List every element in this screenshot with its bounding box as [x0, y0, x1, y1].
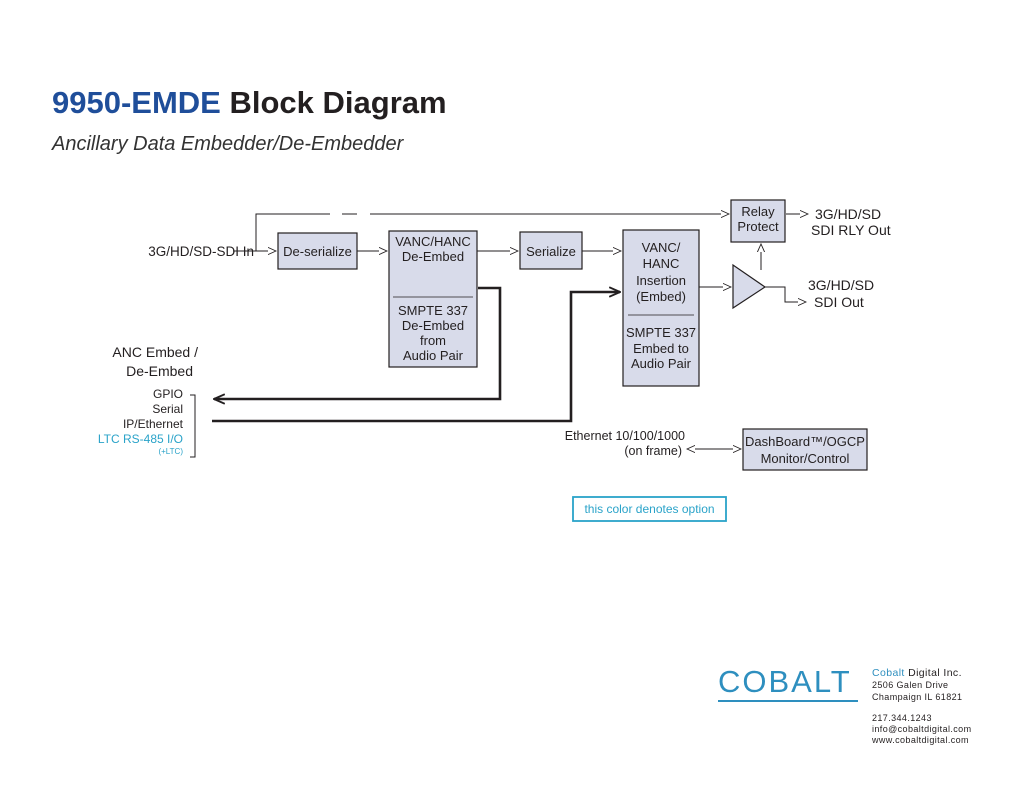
relay-label-2: Protect: [737, 219, 779, 234]
page-title: 9950-EMDE Block Diagram: [52, 85, 447, 121]
amp-to-sdi-out: [765, 286, 806, 302]
deembed-out-line: [214, 286, 502, 399]
dashboard-label-2: Monitor/Control: [761, 451, 850, 466]
company-name-b: Digital Inc.: [904, 667, 962, 679]
serialize-label: Serialize: [526, 244, 576, 259]
address-line-2: Champaign IL 61821: [872, 692, 963, 702]
insertion-top-4: (Embed): [636, 289, 686, 304]
email: info@cobaltdigital.com: [872, 724, 972, 734]
serialize-block: [519, 231, 583, 270]
anc-item-gpio: GPIO: [153, 387, 183, 401]
anc-option-ltc: LTC RS-485 I/O: [98, 432, 183, 446]
deembed-bottom-1: SMPTE 337: [398, 303, 468, 318]
ethernet-label-2: (on frame): [624, 444, 682, 458]
signal-lines: [190, 213, 808, 458]
cobalt-logo: COBALT: [718, 664, 852, 699]
sdi-input-label: 3G/HD/SD-SDI In: [148, 244, 254, 259]
deembed-bottom-2: De-Embed: [402, 318, 464, 333]
relay-protect-block: [730, 199, 786, 243]
option-legend-box: [572, 496, 727, 522]
deembed-top-1: VANC/HANC: [395, 234, 471, 249]
website: www.cobaltdigital.com: [872, 735, 969, 745]
deembed-block: [388, 230, 478, 368]
insertion-bottom-1: SMPTE 337: [626, 325, 696, 340]
title-rest: Block Diagram: [229, 85, 447, 120]
option-legend-text: this color denotes option: [584, 502, 714, 516]
relay-label-1: Relay: [741, 204, 775, 219]
logo-underline: [718, 700, 858, 702]
relay-out-label-2: SDI RLY Out: [811, 222, 891, 238]
deembed-bottom-4: Audio Pair: [403, 348, 464, 363]
dashboard-block: [742, 428, 868, 471]
insertion-block: [622, 229, 700, 387]
title-model: 9950-EMDE: [52, 85, 221, 120]
insertion-top-3: Insertion: [636, 273, 686, 288]
ethernet-label-1: Ethernet 10/100/1000: [565, 429, 685, 443]
deembed-bottom-3: from: [420, 333, 446, 348]
deserialize-label: De-serialize: [283, 244, 352, 259]
phone: 217.344.1243: [872, 713, 932, 723]
deembed-top-2: De-Embed: [402, 249, 464, 264]
sdi-out-label-2: SDI Out: [814, 294, 864, 310]
insertion-top-2: HANC: [643, 256, 680, 271]
embed-in-line: [212, 292, 620, 423]
company-name-a: Cobalt: [872, 667, 905, 679]
address-line-1: 2506 Galen Drive: [872, 680, 949, 690]
anc-item-serial: Serial: [152, 402, 183, 416]
dashboard-label-1: DashBoard™/OGCP: [745, 434, 865, 449]
anc-title-2: De-Embed: [126, 363, 193, 379]
anc-title-1: ANC Embed /: [112, 344, 198, 360]
anc-option-note: (+LTC): [158, 447, 183, 456]
sdi-out-label-1: 3G/HD/SD: [808, 277, 874, 293]
anc-item-ip: IP/Ethernet: [123, 417, 184, 431]
page-subtitle: Ancillary Data Embedder/De-Embedder: [52, 133, 404, 155]
deserialize-block: [277, 232, 358, 270]
company-name: Cobalt Digital Inc.: [872, 667, 962, 679]
anc-lines: [212, 286, 620, 423]
insertion-bottom-3: Audio Pair: [631, 356, 692, 371]
anc-bracket: [190, 394, 196, 458]
amplifier-triangle: [732, 263, 767, 310]
relay-out-label-1: 3G/HD/SD: [815, 206, 881, 222]
insertion-top-1: VANC/: [642, 240, 681, 255]
bypass-line: [255, 213, 330, 251]
insertion-bottom-2: Embed to: [633, 341, 689, 356]
